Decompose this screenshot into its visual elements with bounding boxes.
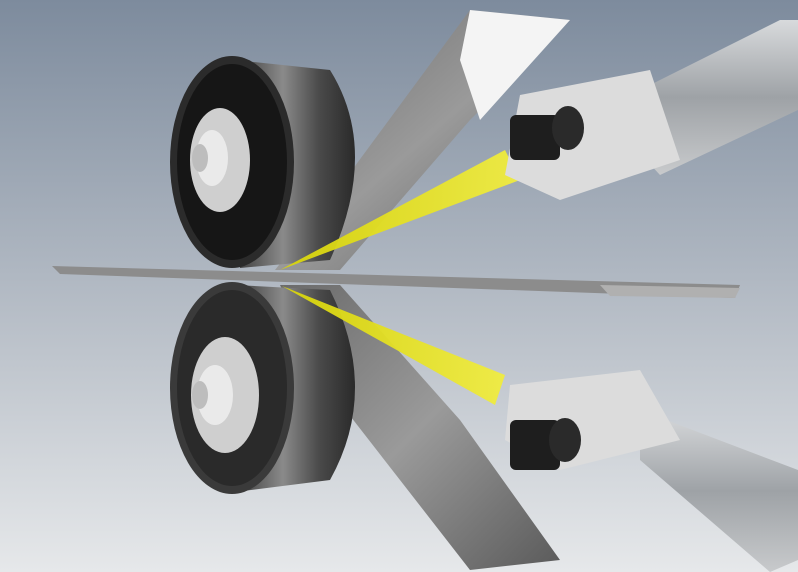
lower-sensor-arm[interactable] xyxy=(505,370,798,572)
horizontal-strip xyxy=(52,266,740,298)
upper-roller xyxy=(170,56,355,268)
lower-laser-beam xyxy=(282,286,505,405)
upper-laser-beam xyxy=(280,150,520,270)
upper-sensor-housing xyxy=(505,70,680,200)
upper-sensor-lens xyxy=(552,106,584,150)
lower-sensor-lens xyxy=(549,418,581,462)
lower-roller xyxy=(170,282,355,494)
upper-sensor-lens-block xyxy=(510,115,560,160)
upper-sensor-arm[interactable] xyxy=(505,20,798,200)
upper-strip-highlight xyxy=(460,10,570,120)
lower-sensor-lens-block xyxy=(510,420,560,470)
